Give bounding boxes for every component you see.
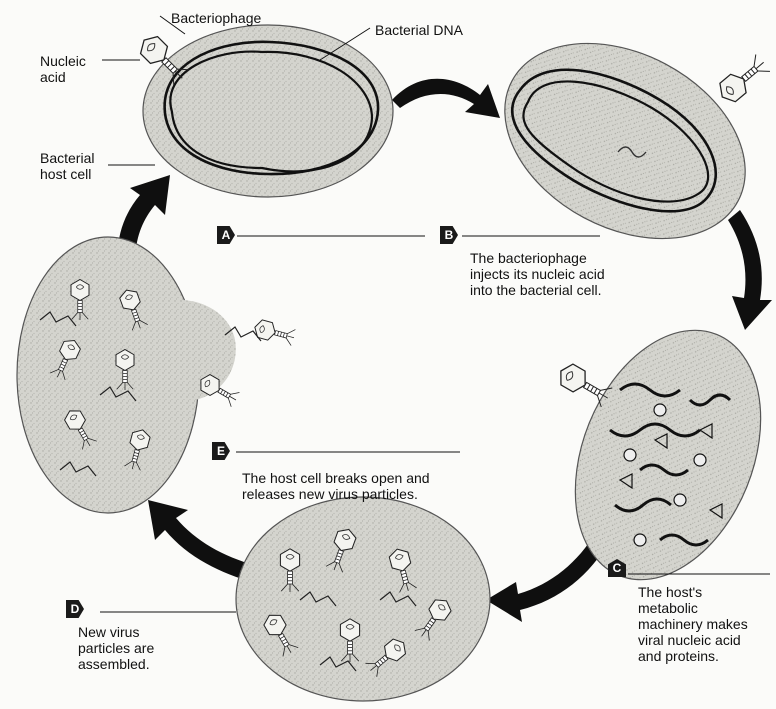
label-nucleic-acid: Nucleic acid — [40, 53, 86, 85]
arrow-b-to-c — [728, 210, 772, 330]
cell-a — [136, 25, 393, 197]
label-bacterial-dna: Bacterial DNA — [375, 22, 463, 38]
arrow-a-to-b — [392, 79, 500, 118]
label-host-cell: Bacterial host cell — [40, 150, 94, 182]
released-phage-icon — [253, 319, 297, 347]
attached-bacteriophage-icon — [715, 53, 772, 106]
host-cell-e — [17, 237, 199, 513]
label-bacteriophage: Bacteriophage — [171, 10, 261, 26]
caption-step-d: New virus particles are assembled. — [78, 624, 154, 672]
host-cell-d — [236, 497, 490, 701]
host-cell-b — [471, 4, 776, 278]
cell-b — [471, 4, 776, 278]
caption-step-e: The host cell breaks open and releases n… — [242, 470, 430, 502]
caption-step-b: The bacteriophage injects its nucleic ac… — [470, 250, 605, 298]
caption-step-c: The host's metabolic machinery makes vir… — [638, 584, 748, 664]
cell-d — [236, 497, 490, 701]
host-cell-a — [143, 25, 393, 197]
